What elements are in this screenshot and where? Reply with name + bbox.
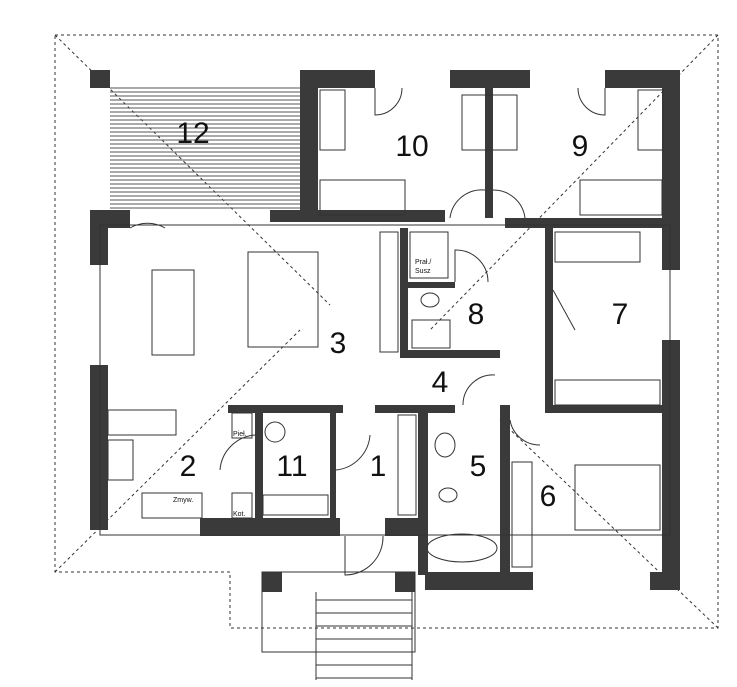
entrance-steps: [315, 592, 413, 680]
toilet-wc: [420, 292, 440, 308]
terrace-deck: [110, 87, 300, 209]
wardrobe-room-6: [511, 461, 533, 568]
cooktop: [107, 439, 134, 481]
double-bed: [574, 464, 661, 531]
door-room-11[interactable]: [335, 434, 371, 471]
door-wc[interactable]: [454, 249, 489, 283]
dining-table: [151, 269, 195, 356]
room-number-1: 1: [370, 450, 387, 483]
door-terrace[interactable]: [129, 222, 166, 229]
door-room-10-window[interactable]: [374, 87, 403, 116]
bathtub: [426, 533, 498, 563]
wardrobe-room-9: [637, 89, 664, 151]
porch: [261, 571, 416, 653]
room-number-5: 5: [470, 450, 487, 483]
boiler-label: Kot.: [233, 511, 246, 518]
laundry-label-1: Prał./: [415, 259, 431, 266]
bed-room-9: [579, 179, 663, 216]
washbasin: [434, 432, 456, 458]
corner-sofa: [247, 251, 319, 348]
room-number-11: 11: [276, 450, 307, 483]
shower: [411, 319, 451, 349]
wardrobe-room-10: [319, 89, 346, 151]
desk-room-7: [554, 379, 661, 406]
room-number-6: 6: [540, 480, 557, 513]
room-number-9: 9: [572, 130, 589, 163]
door-room-9[interactable]: [492, 189, 526, 219]
room-number-2: 2: [180, 450, 197, 483]
door-room-7[interactable]: [552, 289, 576, 331]
entrance-door[interactable]: [344, 535, 384, 576]
fireplace: [379, 231, 399, 353]
sink-counter: [141, 492, 203, 519]
room-number-12: 12: [176, 117, 209, 150]
sofa-room-7: [554, 231, 641, 263]
closet-room-11: [262, 494, 329, 516]
room-number-7: 7: [612, 298, 629, 331]
bed-room-10: [319, 179, 406, 216]
laundry-label-2: Susz: [415, 268, 431, 275]
toilet-bathroom: [438, 487, 458, 503]
walls: [90, 70, 680, 592]
door-room-9-window[interactable]: [577, 87, 606, 116]
door-kitchen[interactable]: [219, 434, 256, 471]
wardrobe-hall: [397, 414, 417, 516]
door-hall[interactable]: [462, 374, 496, 406]
pantry-label: Pieł.: [233, 431, 247, 438]
laundry-box: [409, 231, 449, 279]
room-number-4: 4: [432, 366, 449, 399]
desk: [461, 94, 518, 151]
boiler-cabinet: [231, 492, 253, 519]
room-number-8: 8: [468, 298, 485, 331]
door-room-10[interactable]: [449, 189, 486, 219]
door-room-6[interactable]: [509, 419, 541, 446]
kitchen-counter: [107, 409, 177, 436]
room-number-10: 10: [395, 130, 428, 163]
room-number-3: 3: [330, 327, 347, 360]
dishwasher-label: Zmyw.: [173, 497, 193, 504]
boiler-unit: [264, 421, 286, 443]
